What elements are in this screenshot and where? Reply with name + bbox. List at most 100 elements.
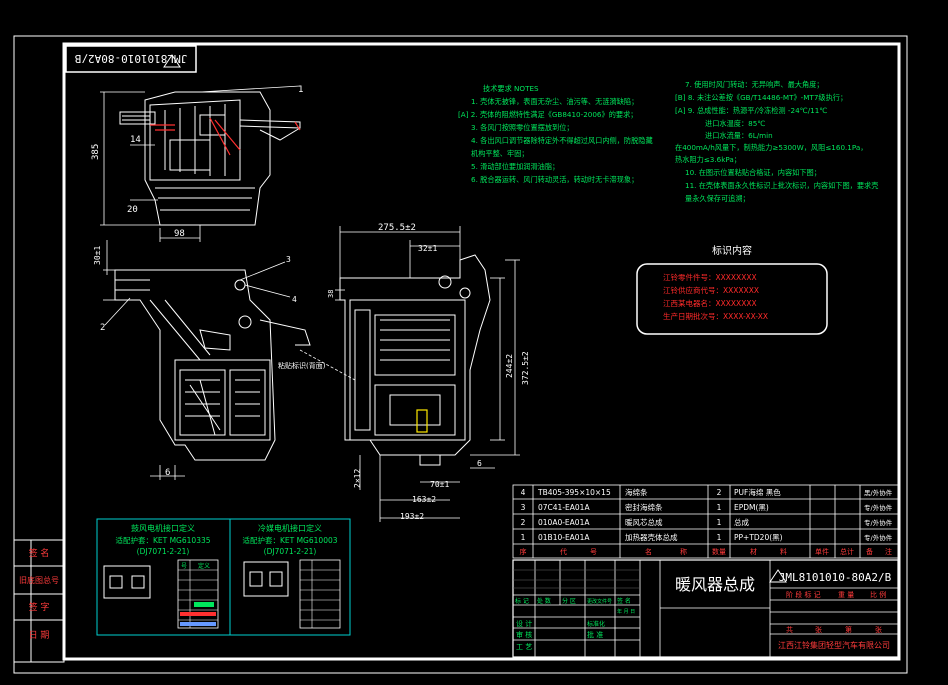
note-right-4: 进口水温度：85℃ <box>705 119 765 128</box>
dim-14: 14 <box>130 135 141 145</box>
connector-panel <box>96 518 351 636</box>
note-right-1: 7. 使用时风门转动：无异响声、最大角度； <box>685 80 824 89</box>
dim-244: 244±2 <box>505 354 514 378</box>
bom-row-3-no: 2 <box>521 518 526 527</box>
balloon-1: 1 <box>298 85 303 95</box>
side-view-dims <box>335 226 520 522</box>
bom-row-3-material: 总成 <box>734 517 749 527</box>
note-right-10: 量永久保存可追溯； <box>685 194 750 203</box>
note-left-5: 机构平整、牢固； <box>471 149 529 158</box>
bom-row-1-qty: 2 <box>717 488 722 497</box>
rev-sign: 签 名 <box>617 597 631 605</box>
stage-weight: 重 量 <box>838 591 854 599</box>
bom-header-code-a: 代 <box>560 547 567 556</box>
bom-row-4-material: PP+TD20(黑) <box>734 533 783 542</box>
note-left-7: 6. 脱合器运转、风门转动灵活，转动时无卡滞现象； <box>471 175 638 184</box>
company-name: 江西江铃集团轻型汽车有限公司 <box>778 640 890 650</box>
notes-heading: 技术要求 NOTES <box>483 84 539 93</box>
bom-row-2-name: 密封海绵条 <box>625 502 663 512</box>
stage-mark: 阶 段 标 记 <box>786 590 821 599</box>
rev-date: 年 月 日 <box>617 608 635 615</box>
bom-header-name-b: 称 <box>680 547 687 556</box>
note-left-4: 4. 各出风口调节器除特定外不得超过风口内侧，防脱隐藏 <box>471 136 653 145</box>
label-line-4: 生产日期批次号：XXXX-XX-XX <box>663 311 768 321</box>
bom-header-qty: 数量 <box>712 547 726 556</box>
note-left-6: 5. 滑动部位要加润滑油脂； <box>471 162 559 171</box>
bom-header: 序 代 号 名 称 数量 材 料 单件 总计 备 注 <box>520 547 893 556</box>
note-right-5: 进口水流量：6L/min <box>705 131 773 140</box>
note-left-2: [A] 2. 壳体的阻燃特性满足《GB8410-2006》的要求； <box>458 110 637 119</box>
side-view-drawing <box>339 254 491 466</box>
label-line-1: 江铃零件件号：XXXXXXXX <box>663 272 757 282</box>
dim-2755: 275.5±2 <box>378 223 416 233</box>
strip-label-old: 旧底图总号 <box>19 575 59 585</box>
label-box-lines: 江铃零件件号：XXXXXXXX 江铃供应商代号：XXXXXXX 江西某电器名：X… <box>663 272 768 321</box>
strip-label-date: 日 期 <box>29 630 50 641</box>
bom-row-3-qty: 1 <box>717 518 722 527</box>
connector-right-spec: 适配护套：KET MG610003 <box>242 535 337 545</box>
top-view-drawing <box>119 91 301 226</box>
dim-38: 38 <box>327 290 335 298</box>
note-right-9: 11. 在壳体表面永久性标识上批次标识，内容如下图，要求壳 <box>685 181 878 190</box>
bom-row-2-no: 3 <box>521 503 526 512</box>
left-signature-strip: 签 名 旧底图总号 签 字 日 期 <box>13 539 65 663</box>
label-box <box>636 263 828 335</box>
bom-row-2-material: EPDM(黑) <box>734 503 769 512</box>
outer-frame <box>13 35 908 674</box>
note-right-3: [A] 9. 总成性能：热源平/冷冻检测 -24℃/11℃ <box>675 106 827 115</box>
dim-6-side: 6 <box>477 459 482 468</box>
role-approve: 批 准 <box>587 630 603 639</box>
bom-header-mat-a: 材 <box>750 547 757 556</box>
bom-row-4-name: 加热器壳体总成 <box>625 532 678 542</box>
note-right-8: 10. 在图示位置粘贴合格证，内容如下图； <box>685 168 821 177</box>
bom-header-mat-b: 料 <box>780 547 787 556</box>
label-line-3: 江西某电器名：XXXXXXXX <box>663 298 757 308</box>
bom-table-grid <box>512 484 899 559</box>
bom-row-4-code: 01B10-EA01A <box>538 533 590 542</box>
inner-frame <box>62 42 901 661</box>
technical-notes: 技术要求 NOTES 1. 壳体无披锋，表面无杂尘、油污等、无涟漪缺陷； [A]… <box>458 84 653 184</box>
connector-left-std: (DJ7071-2-21) <box>137 547 190 556</box>
note-right-6: 在400mA/h风量下，制热能力≥5300W，风阻≤160.1Pa， <box>675 143 868 152</box>
balloon-1-label: 1 <box>298 85 303 95</box>
bom-row-1-material: PUF海绵 黑色 <box>734 487 781 497</box>
part-name: 暖风器总成 <box>675 575 755 594</box>
bom-header-total: 总计 <box>840 547 854 556</box>
note-right-7: 热水阻力≤3.6kPa； <box>675 155 741 164</box>
bom-header-code-b: 号 <box>590 548 597 556</box>
bom-header-unit: 单件 <box>815 547 829 556</box>
connector-right: 冷媒电机接口定义 适配护套：KET MG610003 (DJ7071-2-21) <box>242 523 341 629</box>
bom-row-3-code: 010A0-EA01A <box>538 518 590 527</box>
role-design: 设 计 <box>516 619 532 628</box>
revision-rows <box>513 569 640 589</box>
top-view-red-accents <box>150 117 301 156</box>
bom-row-4-no: 1 <box>521 533 526 542</box>
bom-header-name-a: 名 <box>645 547 652 556</box>
sheet-unit-b: 张 <box>875 625 882 634</box>
bom-header-seq: 序 <box>520 547 527 556</box>
sheet-no: 第 <box>845 625 852 634</box>
stage-scale: 比 例 <box>870 590 886 599</box>
pin-header-no: 号 <box>181 563 187 570</box>
bom-row-3-remark: 专/外协件 <box>864 518 893 527</box>
rev-zone: 分 区 <box>562 597 576 605</box>
dim-6-front: 6 <box>165 468 170 478</box>
role-process: 工 艺 <box>516 643 532 651</box>
rotated-drawing-number: JML8101010-80A2/B <box>74 52 187 65</box>
bom-row-1-code: TB405-395×10×15 <box>537 488 611 497</box>
rotated-number-box: JML8101010-80A2/B <box>65 45 197 73</box>
connector-right-pin-table <box>299 559 341 629</box>
note-left-3: 3. 各风门按照零位置摆放到位； <box>471 123 574 132</box>
label-box-title: 标识内容 <box>712 244 752 257</box>
revision-header: 标 记 处 数 分 区 更改文件号 签 名 <box>515 597 631 605</box>
dim-32: 32±1 <box>418 244 437 253</box>
connector-left: 鼓风电机接口定义 适配护套：KET MG610335 (DJ7071-2-21)… <box>103 523 219 629</box>
title-block-grid <box>512 559 899 658</box>
connector-left-title: 鼓风电机接口定义 <box>131 523 195 533</box>
connector-right-title: 冷媒电机接口定义 <box>258 523 322 533</box>
dim-3725: 372.5±2 <box>521 351 530 385</box>
bom-row-4-qty: 1 <box>717 533 722 542</box>
drawing-number: JML8101010-80A2/B <box>779 571 892 584</box>
dim-30: 30±1 <box>93 246 102 265</box>
